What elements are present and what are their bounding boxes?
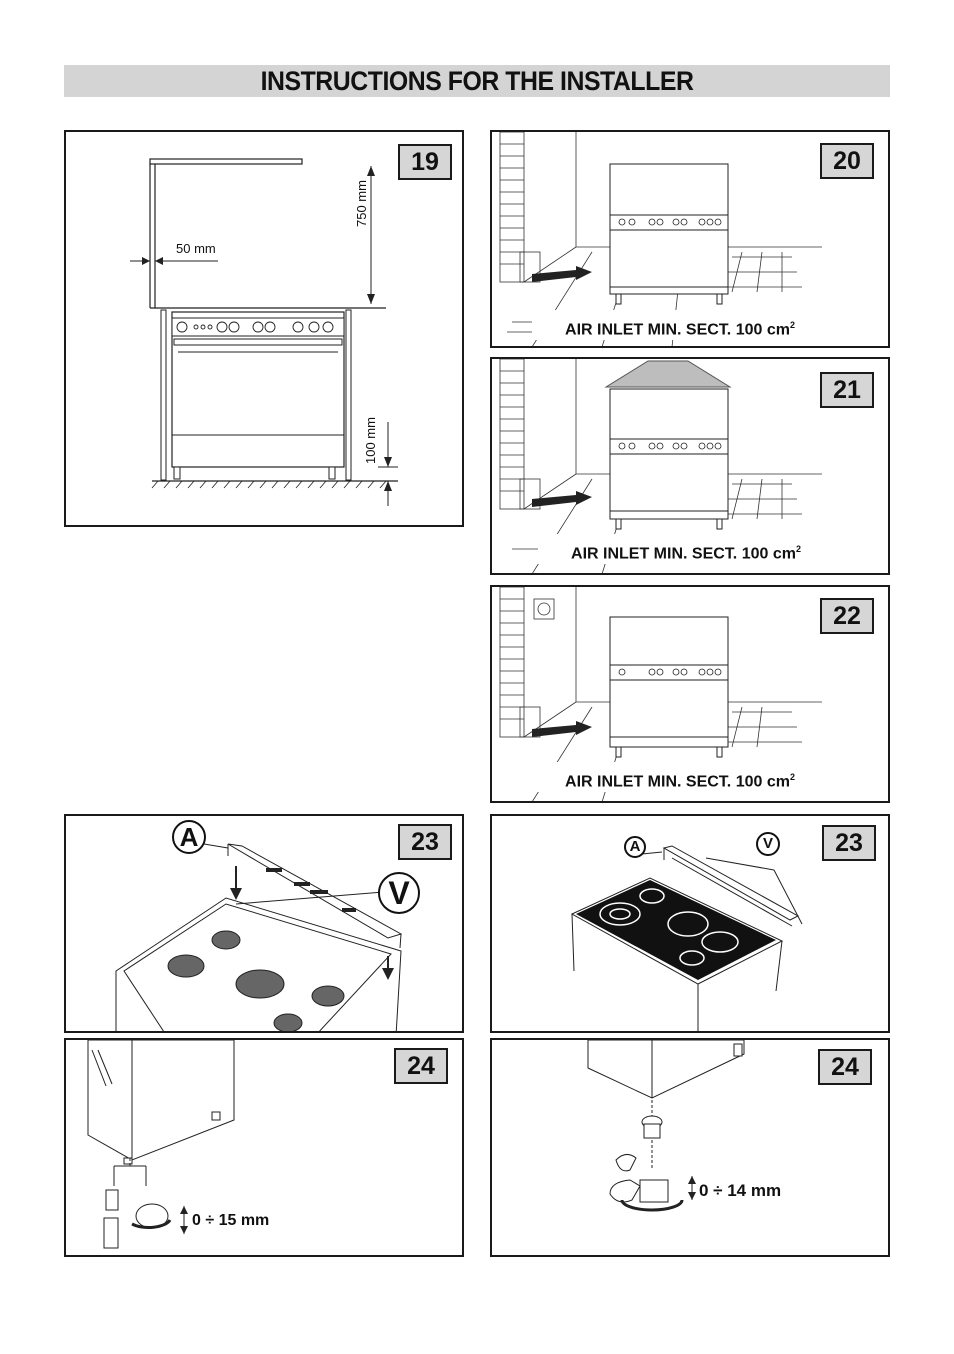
figure-21-caption-text: AIR INLET MIN. SECT. 100 cm	[571, 545, 796, 563]
figure-24-left-number: 24	[394, 1048, 448, 1084]
figure-21-caption-sup: 2	[795, 544, 801, 554]
adjustment-range-14: 0 ÷ 14 mm	[699, 1181, 782, 1200]
figure-20-drawing	[499, 132, 822, 346]
figure-23-gas: A V 23	[64, 814, 464, 1033]
dimension-50: 50 mm	[176, 241, 216, 256]
figure-21-number: 21	[820, 372, 874, 408]
figure-20-caption-text: AIR INLET MIN. SECT. 100 cm	[565, 321, 790, 339]
figure-24-left-drawing	[87, 1040, 235, 1249]
figure-20-number: 20	[820, 143, 874, 179]
figure-22: 22 AIR INLET MIN. SECT. 100 cm2	[490, 585, 890, 803]
figure-22-caption: AIR INLET MIN. SECT. 100 cm2	[532, 762, 828, 792]
figure-23-gas-drawing	[115, 843, 403, 1031]
figure-19-number: 19	[398, 144, 452, 180]
figure-22-number: 22	[820, 598, 874, 634]
label-v-circle: V	[378, 872, 420, 914]
adjustment-range-15: 0 ÷ 15 mm	[192, 1212, 270, 1229]
dimension-750: 750 mm	[354, 180, 369, 227]
figure-19: 19 750 mm 50 mm 100 mm	[64, 130, 464, 527]
figure-19-drawing	[130, 158, 398, 506]
figure-22-drawing	[499, 587, 822, 801]
dimension-100: 100 mm	[363, 417, 378, 464]
figure-21-caption: AIR INLET MIN. SECT. 100 cm2	[538, 534, 834, 564]
figure-21-drawing	[499, 359, 822, 573]
figure-24-right-drawing	[587, 1040, 745, 1212]
figure-22-caption-sup: 2	[789, 772, 795, 782]
page-title: INSTRUCTIONS FOR THE INSTALLER	[260, 66, 694, 96]
figure-21: 21 AIR INLET MIN. SECT. 100 cm2	[490, 357, 890, 575]
figure-23-ceramic-number: 23	[822, 825, 876, 861]
figure-20: 20 AIR INLET MIN. SECT. 100 cm2	[490, 130, 890, 348]
figure-20-caption: AIR INLET MIN. SECT. 100 cm2	[532, 310, 828, 340]
figure-20-caption-sup: 2	[789, 320, 795, 330]
label-v-circle: V	[756, 832, 780, 856]
label-a-circle: A	[624, 836, 646, 858]
label-a-circle: A	[172, 820, 206, 854]
figure-23-ceramic-drawing	[570, 845, 803, 1031]
figure-24-right: 24 0 ÷ 14 mm	[490, 1038, 890, 1257]
figure-24-right-number: 24	[818, 1049, 872, 1085]
title-bar: INSTRUCTIONS FOR THE INSTALLER	[64, 65, 890, 97]
figure-23-ceramic: A V 23	[490, 814, 890, 1033]
figure-22-caption-text: AIR INLET MIN. SECT. 100 cm	[565, 773, 790, 791]
figure-24-left: 24 0 ÷ 15 mm	[64, 1038, 464, 1257]
figure-23-gas-number: 23	[398, 824, 452, 860]
